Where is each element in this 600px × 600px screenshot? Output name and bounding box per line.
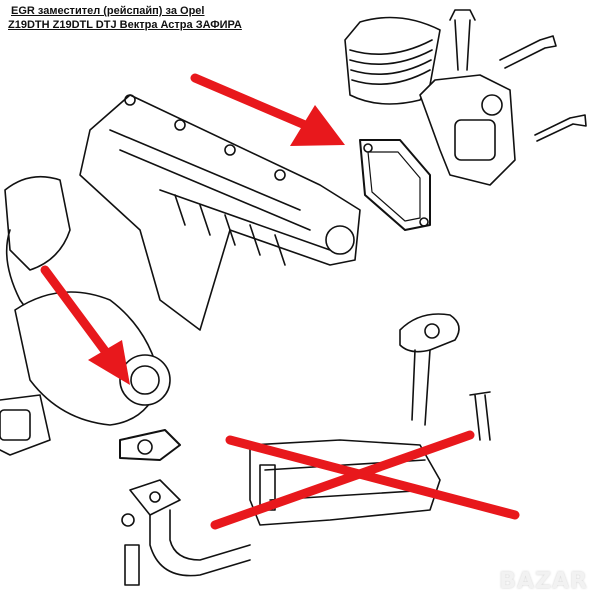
turbo-gasket	[119, 429, 181, 461]
turbocharger	[0, 175, 171, 456]
egr-valve	[344, 9, 587, 186]
red-arrow-egr-gasket	[190, 73, 345, 146]
egr-gasket	[359, 139, 431, 231]
caption-line-2: Z19DTH Z19DTL DTJ Вектра Астра ЗАФИРА	[8, 19, 242, 31]
red-cross-egr-cooler	[210, 430, 520, 530]
red-arrow-turbo-gasket	[40, 265, 130, 385]
watermark-logo: BAZAR	[499, 569, 588, 594]
caption-line-1: EGR заместител (рейспайп) за Opel	[11, 5, 205, 17]
caption: EGR заместител (рейспайп) за Opel Z19DTH…	[8, 4, 242, 32]
intake-manifold	[79, 94, 361, 331]
